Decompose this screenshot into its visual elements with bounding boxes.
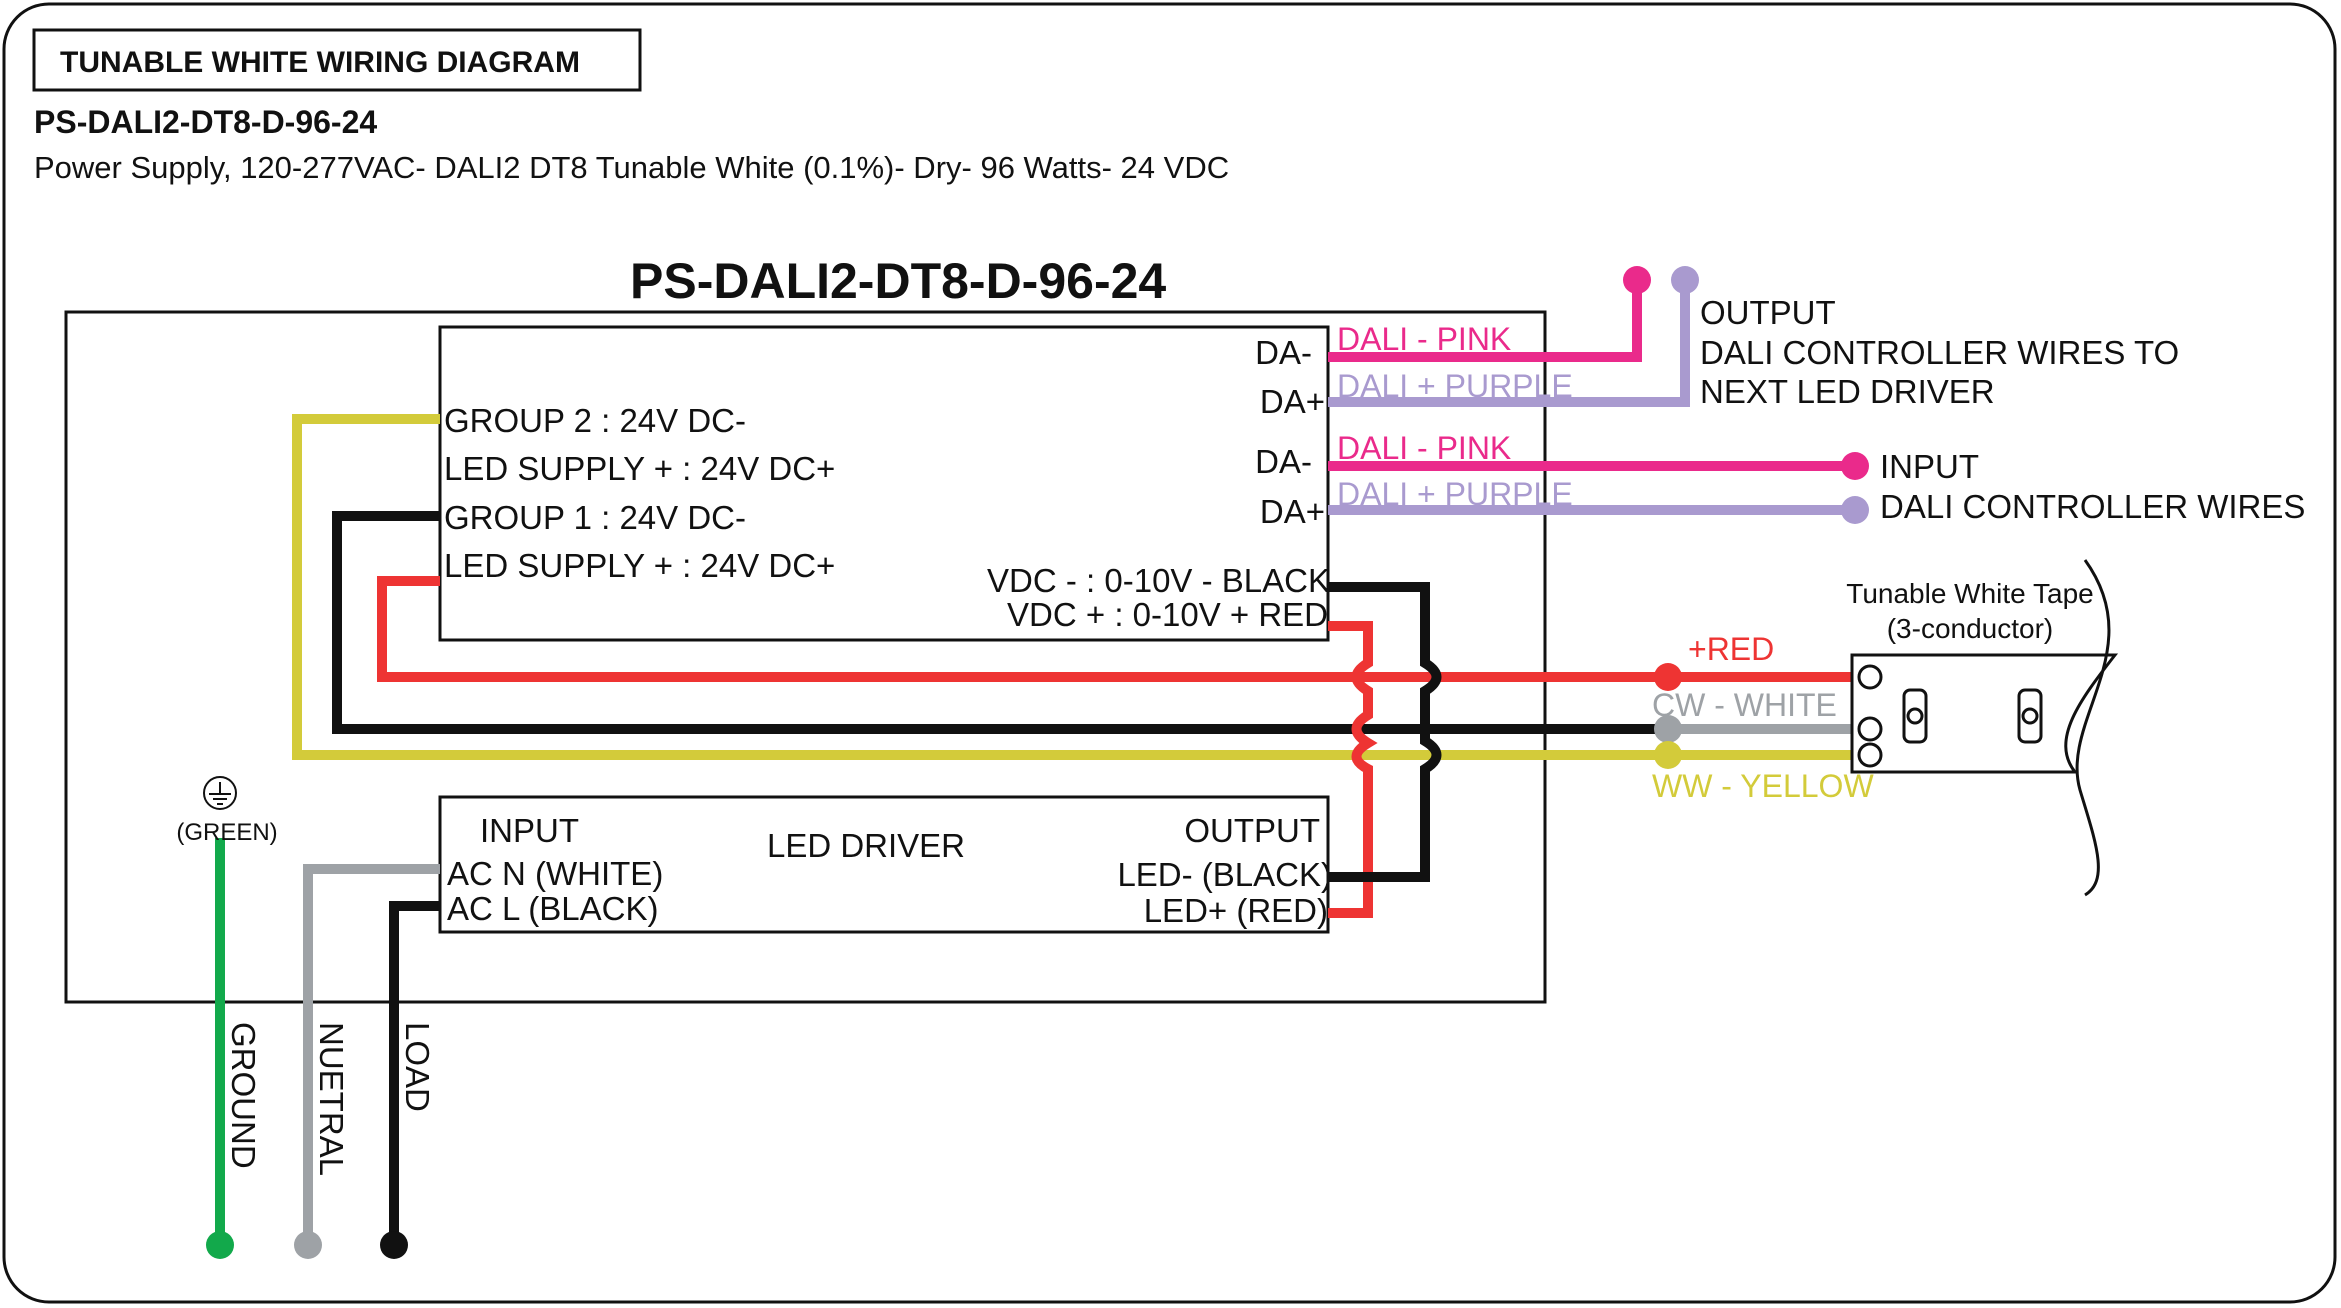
group1-label: GROUP 1 : 24V DC- [444,499,746,536]
ground-label: GROUND [225,1022,262,1169]
dali-purple-input-terminal [1841,496,1869,524]
led-minus-label: LED- (BLACK) [1117,856,1332,893]
vdc-red-wire [1328,621,1378,918]
dali-pink-output-wire [1328,280,1642,362]
ground-green-label: (GREEN) [176,819,277,846]
dali-pink-in-label: DALI - PINK [1337,430,1511,466]
enclosure-box [64,310,1547,1004]
neutral-wire [303,864,440,1245]
output-note-line1: OUTPUT [1700,294,1836,331]
title-badge: TUNABLE WHITE WIRING DIAGRAM [60,46,580,79]
yellow-ww-wire [292,414,1873,760]
yellow-junction-dot [1654,741,1682,769]
dali-module-box [438,325,1330,642]
output-note-line3: NEXT LED DRIVER [1700,373,1995,410]
dali-purple-output-wire [1328,280,1690,407]
load-wire [389,901,440,1245]
cw-white-label: CW - WHITE [1652,687,1837,723]
red-plus-wire [377,576,1873,682]
white-junction-dot [1654,715,1682,743]
da-minus-out-label: DA- [1255,334,1312,371]
tape-led-chip-icon [1902,688,1928,744]
dali-pink-output-terminal [1623,266,1651,294]
enclosure-title: PS-DALI2-DT8-D-96-24 [630,253,1166,309]
input-note-line2: DALI CONTROLLER WIRES [1880,488,2305,525]
driver-input-label: INPUT [480,812,579,849]
tape-title: Tunable White Tape [1846,578,2094,609]
dali-pink-out-label: DALI - PINK [1337,321,1511,357]
ground-terminal [206,1231,234,1259]
ac-n-label: AC N (WHITE) [447,855,663,892]
ground-symbol-icon [203,776,237,810]
vdc-plus-label: VDC + : 0-10V + RED [1007,596,1328,633]
driver-title: LED DRIVER [767,827,965,864]
led-plus-label: LED+ (RED) [1144,892,1328,929]
dali-purple-in-label: DALI + PURPLE [1337,476,1573,512]
led-supply-plus-1-label: LED SUPPLY + : 24V DC+ [444,450,835,487]
tape-led-chip-icon-2 [2017,688,2043,744]
driver-output-label: OUTPUT [1184,812,1320,849]
vdc-black-wire [1328,582,1442,882]
red-junction-dot [1654,663,1682,691]
ww-yellow-label: WW - YELLOW [1652,768,1874,804]
input-note-line1: INPUT [1880,448,1979,485]
led-supply-plus-2-label: LED SUPPLY + : 24V DC+ [444,547,835,584]
dali-pink-input-terminal [1841,452,1869,480]
model-description: Power Supply, 120-277VAC- DALI2 DT8 Tuna… [34,150,1229,185]
model-number: PS-DALI2-DT8-D-96-24 [34,104,377,140]
load-terminal [380,1231,408,1259]
da-minus-in-label: DA- [1255,443,1312,480]
neutral-terminal [294,1231,322,1259]
tape-cut-curve [2075,559,2111,897]
load-label: LOAD [399,1022,436,1112]
tape-contact-pads [1857,664,1883,768]
red-plus-label: +RED [1688,631,1774,667]
da-plus-in-label: DA+ [1260,493,1325,530]
dali-purple-out-label: DALI + PURPLE [1337,368,1573,404]
vdc-minus-label: VDC - : 0-10V - BLACK [987,562,1330,599]
group2-label: GROUP 2 : 24V DC- [444,402,746,439]
da-plus-out-label: DA+ [1260,383,1325,420]
tape-subtitle: (3-conductor) [1887,613,2054,644]
title-badge-box [32,28,642,92]
dali-purple-output-terminal [1671,266,1699,294]
ac-l-label: AC L (BLACK) [447,890,659,927]
black-cw-wire [332,511,1110,734]
neutral-label: NUETRAL [313,1022,350,1176]
output-note-line2: DALI CONTROLLER WIRES TO [1700,334,2179,371]
tape-strip [1850,653,2119,774]
